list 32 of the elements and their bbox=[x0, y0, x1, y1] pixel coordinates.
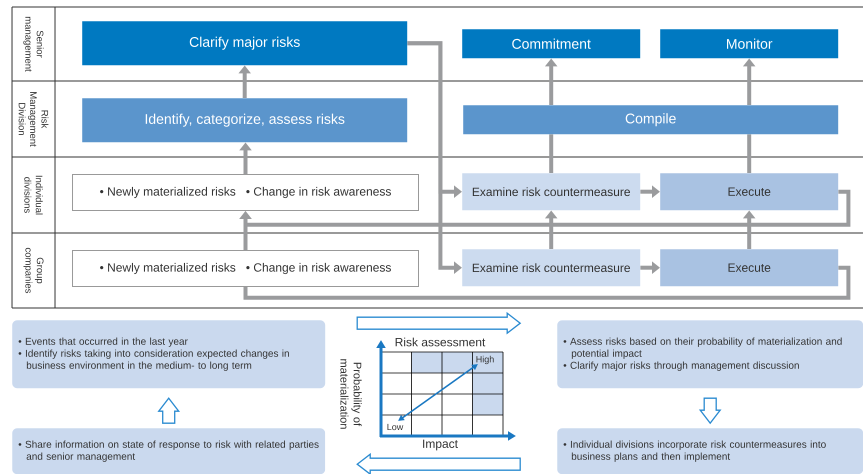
lane-label: Group companies bbox=[24, 248, 44, 294]
lane-label: Individual divisions bbox=[24, 176, 43, 214]
bullet-box: • Newly materialized risks • Change in risk awareness bbox=[72, 174, 419, 211]
cell-label: High bbox=[476, 356, 494, 364]
process-box: Execute bbox=[660, 173, 838, 210]
process-box: Monitor bbox=[660, 29, 838, 58]
info-box: • Assess risks based on their probability of materialization and potential impact • Clarify major risks through management discussion bbox=[557, 320, 863, 388]
lane-label: Senior management bbox=[23, 16, 44, 72]
connector-line bbox=[549, 134, 554, 173]
process-box: Examine risk countermeasure bbox=[462, 173, 640, 210]
process-box: Examine risk countermeasure bbox=[462, 249, 640, 286]
lane-label: Risk Management Division bbox=[18, 92, 48, 147]
connector-line bbox=[747, 134, 752, 173]
chart-title: Risk assessment bbox=[396, 338, 486, 346]
block-arrow bbox=[356, 312, 522, 335]
cell-label: Low bbox=[387, 424, 404, 430]
block-arrow bbox=[698, 398, 722, 424]
process-box: Identify, categorize, assess risks bbox=[82, 98, 408, 142]
arrow bbox=[239, 190, 850, 227]
info-box: • Events that occurred in the last year • Identify risks taking into consideration expected changes in business environment in the medium- to long term bbox=[12, 320, 326, 388]
block-arrow bbox=[356, 452, 521, 474]
axis-label: Impact bbox=[423, 440, 458, 450]
connector-line bbox=[244, 266, 850, 300]
info-box: • Individual divisions incorporate risk countermeasures into business plans and then implement bbox=[557, 428, 863, 474]
block-arrow bbox=[157, 397, 180, 424]
process-box: Commitment bbox=[462, 29, 640, 58]
process-box: Clarify major risks bbox=[82, 21, 408, 66]
bullet-box: • Newly materialized risks • Change in risk awareness bbox=[72, 250, 419, 287]
process-box: Compile bbox=[463, 105, 838, 134]
process-box: Execute bbox=[660, 249, 838, 286]
info-box: • Share information on state of response to risk with related parties and senior management bbox=[12, 428, 326, 474]
axis-label: Probability of materialization bbox=[340, 359, 362, 429]
